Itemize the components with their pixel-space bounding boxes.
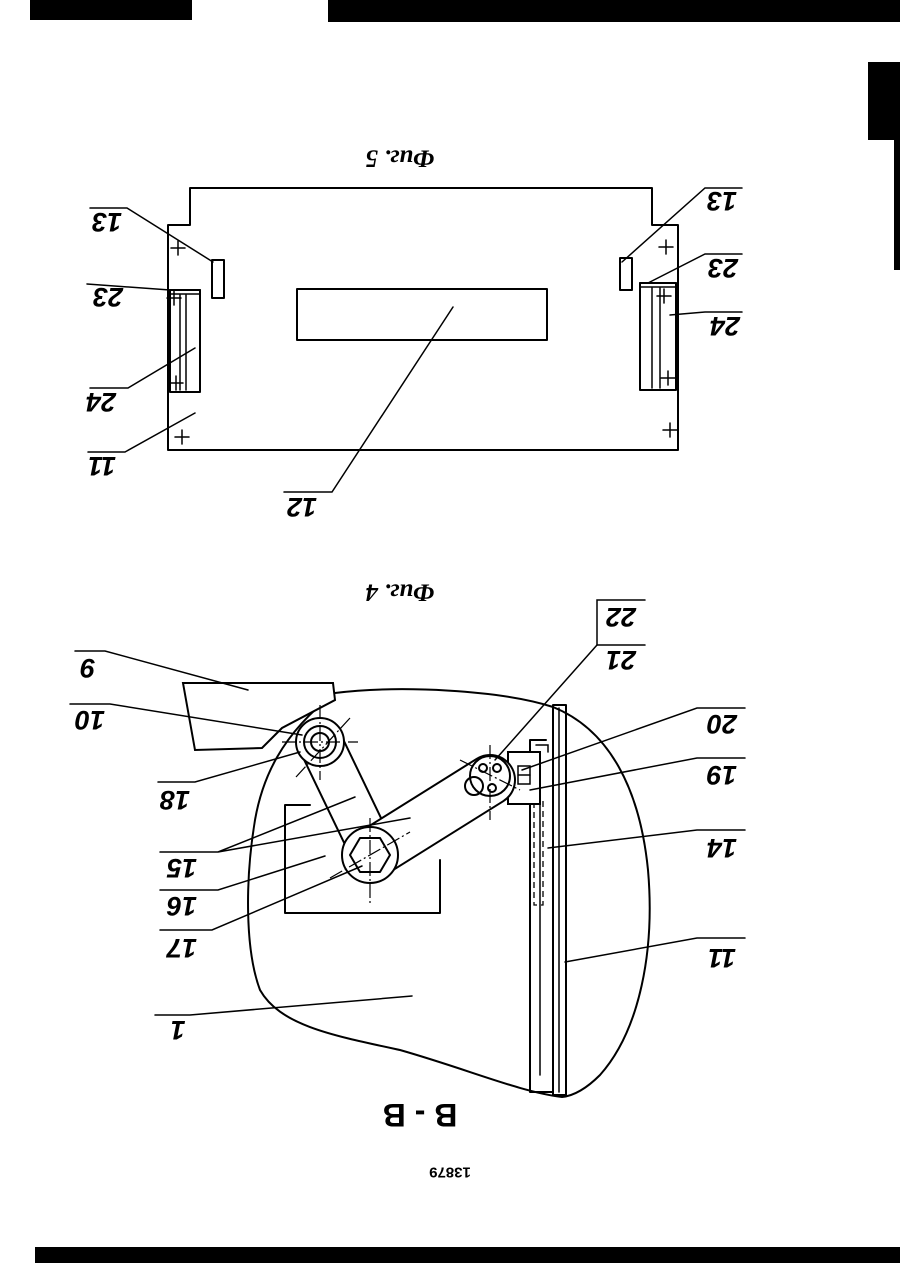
top-black-bar-right xyxy=(328,0,900,22)
fig5-label-24-left: 24 xyxy=(86,387,117,417)
top-black-bar-left xyxy=(30,0,192,20)
right-black-block xyxy=(868,62,900,140)
fig5-label-24-right: 24 xyxy=(710,311,741,341)
fig4-label-11: 11 xyxy=(708,943,736,973)
fig4-label-15: 15 xyxy=(166,853,197,883)
fig4-label-20: 20 xyxy=(707,709,738,739)
fig5-label-11: 11 xyxy=(88,451,116,481)
right-black-strip xyxy=(894,140,900,270)
fig4-label-14: 14 xyxy=(707,833,737,863)
fig4-label-22: 22 xyxy=(606,602,637,632)
fig4-label-21: 21 xyxy=(606,645,637,675)
fig5-label-13-right: 13 xyxy=(707,186,737,216)
fig4-label-1: 1 xyxy=(170,1015,185,1045)
fig5-label-13-left: 13 xyxy=(92,207,122,237)
bottom-black-bar xyxy=(35,1247,900,1263)
fig4-label-16: 16 xyxy=(166,891,197,921)
fig5-label-23-right: 23 xyxy=(708,253,739,283)
fig4-label-10: 10 xyxy=(75,705,105,735)
fig5-label-12: 12 xyxy=(287,492,317,522)
fig4-label-17: 17 xyxy=(165,933,197,963)
section-label: В - В xyxy=(383,1097,458,1133)
fig4-label-18: 18 xyxy=(160,785,190,815)
fig4-label-9: 9 xyxy=(80,653,95,683)
fig4-label-19: 19 xyxy=(707,760,737,790)
fig5-label-23-left: 23 xyxy=(93,282,124,312)
fig4-caption: Фиг. 4 xyxy=(365,579,434,606)
fig5-caption: Фиг. 5 xyxy=(365,145,434,172)
page-number: 13879 xyxy=(429,1164,471,1181)
